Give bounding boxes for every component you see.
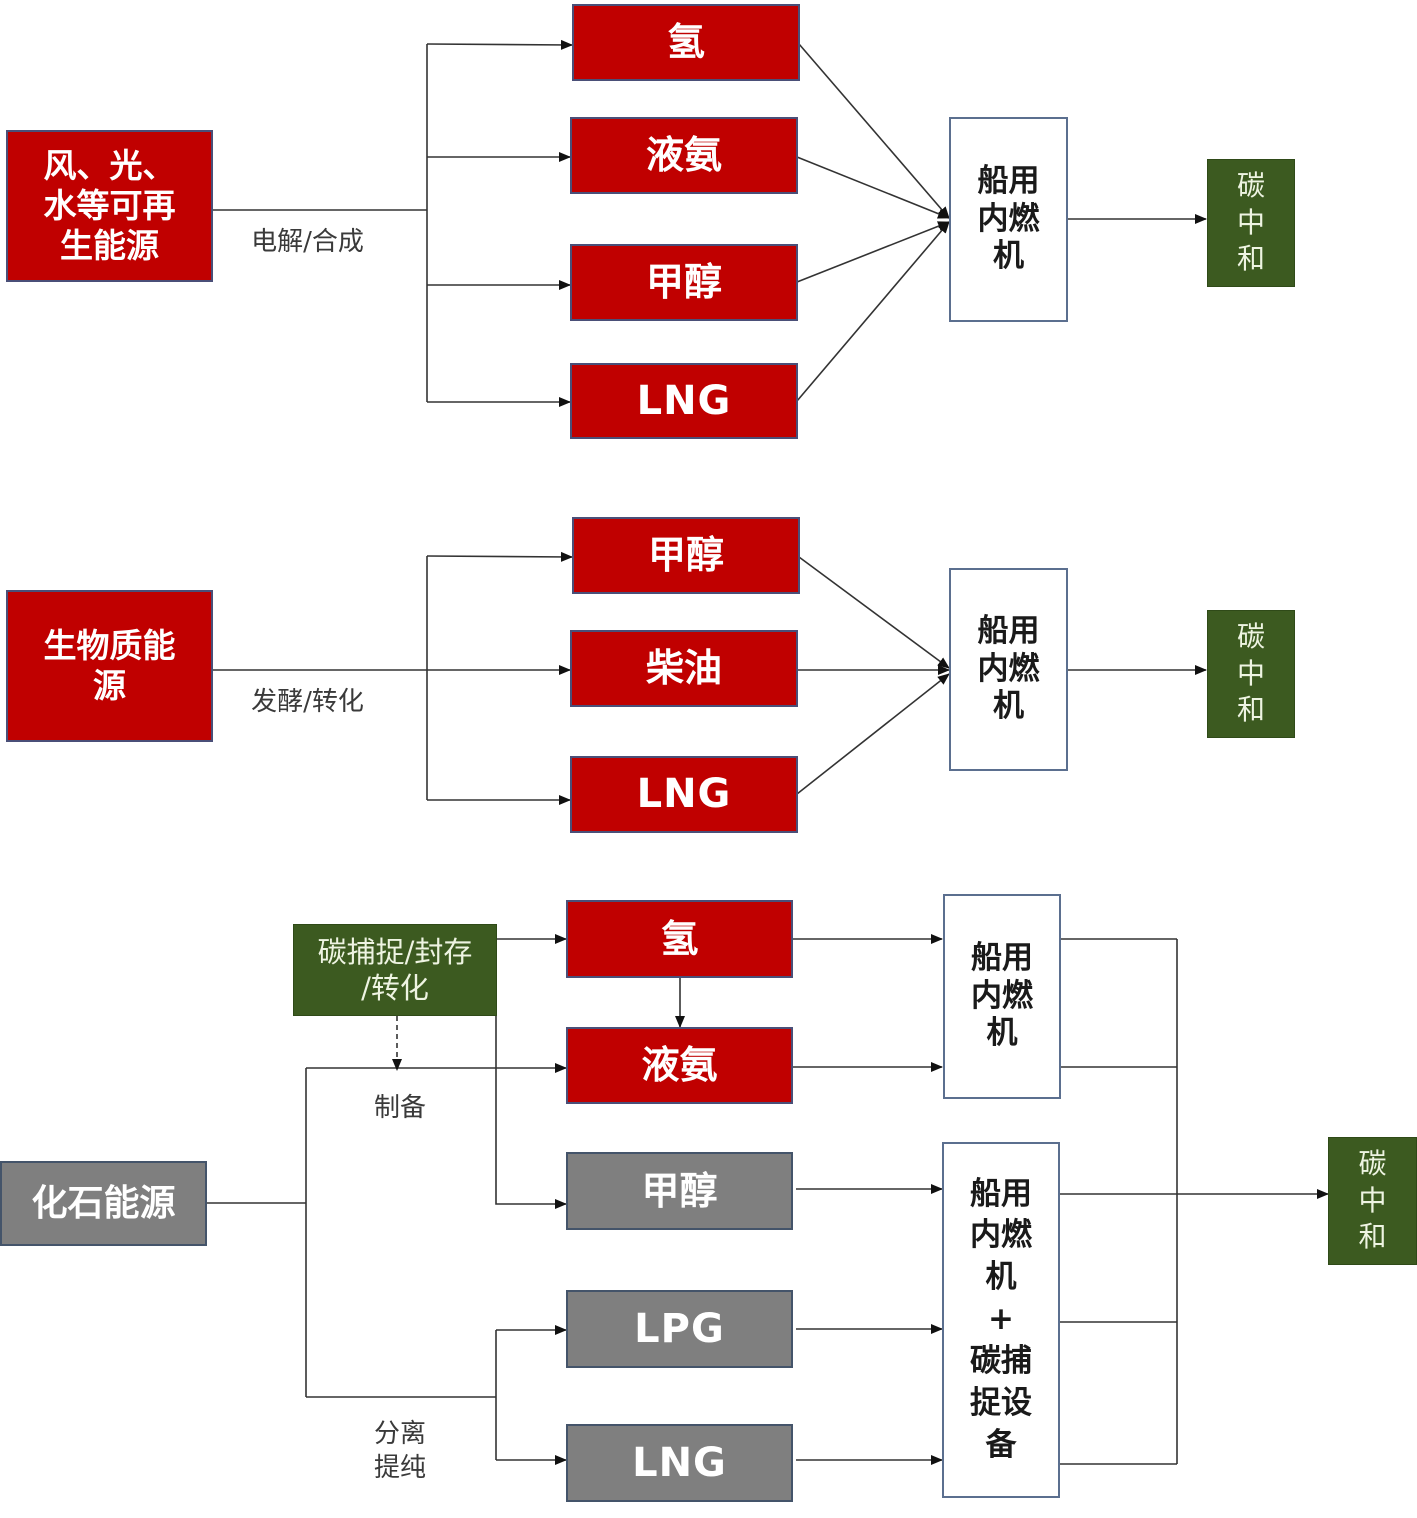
fuel-lng: LNG	[566, 1424, 793, 1502]
fuel-methanol: 甲醇	[572, 517, 800, 594]
fuel-liquid-ammonia: 液氨	[566, 1027, 793, 1104]
fuel-liquid-ammonia: 液氨	[570, 117, 798, 194]
fuel-hydrogen: 氢	[566, 900, 793, 978]
fuel-lng: LNG	[570, 756, 798, 833]
connector-ammonia-engine-1	[796, 156, 950, 219]
process-label-electrolysis: 电解/合成	[251, 227, 364, 257]
fuel-lpg: LPG	[566, 1290, 793, 1368]
fuel-methanol: 甲醇	[570, 244, 798, 321]
connector-lng-engine-1	[796, 221, 950, 402]
carbon-neutral-badge: 碳 中 和	[1207, 610, 1295, 738]
fuel-lng: LNG	[570, 363, 798, 439]
carbon-neutral-badge: 碳 中 和	[1207, 159, 1295, 287]
fuel-diesel: 柴油	[570, 630, 798, 707]
fuel-hydrogen: 氢	[572, 4, 800, 81]
connector-hydrogen-engine-1	[798, 43, 950, 219]
connector-to-methanol-2	[426, 551, 573, 562]
marine-engine: 船用 内燃 机	[949, 117, 1068, 322]
connector-ccs-to-methanol	[495, 1015, 567, 1209]
carbon-capture-storage-box: 碳捕捉/封存 /转化	[293, 924, 497, 1016]
connector-to-hydrogen-1	[426, 39, 573, 50]
source-biomass: 生物质能 源	[6, 590, 213, 742]
marine-engine-with-carbon-capture: 船用 内燃 机 + 碳捕 捉设 备	[942, 1142, 1060, 1498]
source-renewable: 风、光、 水等可再 生能源	[6, 130, 213, 282]
fuel-methanol: 甲醇	[566, 1152, 793, 1230]
process-label-fermentation: 发酵/转化	[251, 687, 364, 717]
process-label-prepare: 制备	[373, 1093, 426, 1123]
connector-methanol-engine-2	[798, 556, 950, 669]
carbon-neutral-badge: 碳 中 和	[1328, 1137, 1417, 1265]
connector-lng-engine-2	[796, 673, 950, 795]
source-fossil: 化石能源	[0, 1161, 207, 1246]
connector-methanol-engine-1	[796, 221, 950, 283]
marine-engine: 船用 内燃 机	[949, 568, 1068, 771]
marine-engine: 船用 内燃 机	[943, 894, 1061, 1099]
process-label-separation: 分离 提纯	[373, 1419, 426, 1483]
